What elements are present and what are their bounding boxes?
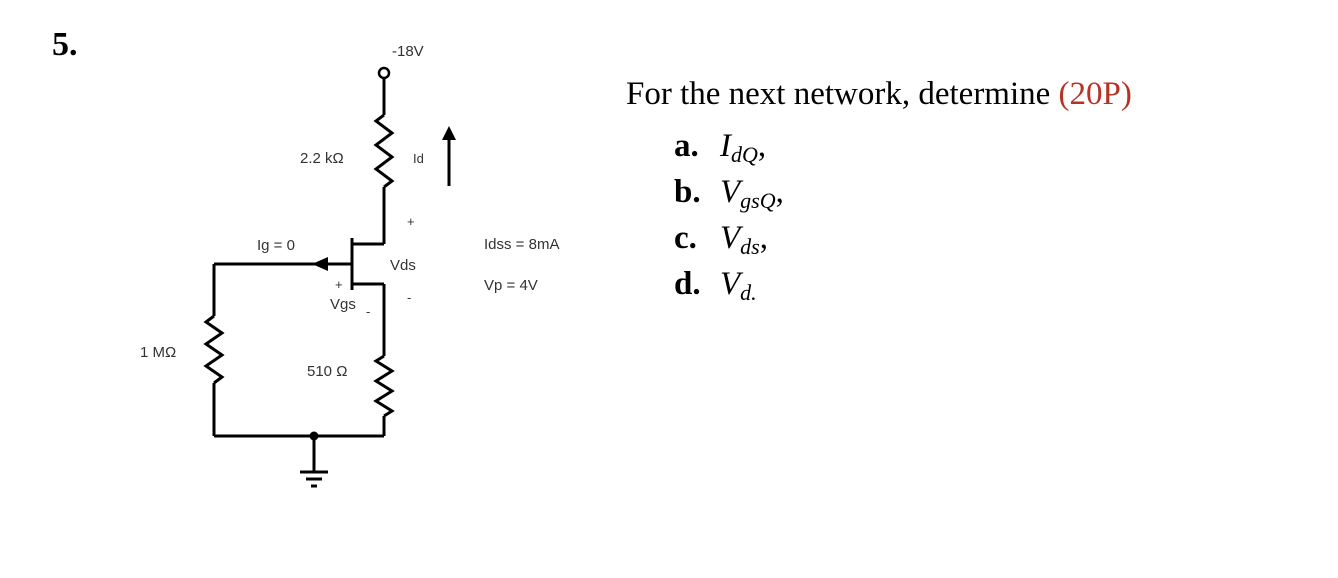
item-d: d.Vd.	[674, 264, 784, 310]
supply-terminal	[377, 66, 391, 80]
item-c: c. Vds,	[674, 218, 784, 264]
item-letter: c.	[674, 220, 697, 256]
ig-label: Ig = 0	[257, 237, 295, 254]
gate-arrow-head	[312, 257, 328, 271]
idss-label: Idss = 8mA	[484, 236, 559, 253]
item-symbol: V	[720, 220, 741, 256]
jfet-circuit-diagram: -18V 2.2 kΩ Id + Vds - Ig = 0 + Vgs - 1 …	[140, 43, 559, 488]
item-subscript: gsQ	[740, 188, 776, 213]
id-arrow-head	[442, 126, 456, 140]
item-b: b. VgsQ,	[674, 172, 784, 218]
rs-resistor	[373, 354, 395, 418]
item-symbol: V	[720, 174, 741, 210]
id-label: Id	[413, 151, 424, 166]
vp-label: Vp = 4V	[484, 277, 538, 294]
rg-resistor	[203, 314, 225, 385]
vds-label: Vds	[390, 257, 416, 274]
item-symbol: V	[720, 266, 741, 302]
rs-label: 510 Ω	[307, 363, 347, 380]
item-suffix: ,	[759, 220, 768, 256]
item-a: a. IdQ,	[674, 126, 784, 172]
item-suffix: ,	[757, 128, 767, 164]
prompt-text: For the next network, determine	[626, 76, 1059, 112]
vgs-plus-label: +	[335, 277, 343, 292]
item-subscript: d.	[740, 280, 757, 305]
supply-label: -18V	[392, 43, 424, 60]
vds-plus-label: +	[407, 214, 415, 229]
problem-prompt: For the next network, determine (20P)	[626, 76, 1132, 113]
question-items: a.IdQ, b.VgsQ, c.Vds, d.Vd.	[674, 126, 784, 310]
item-suffix: ,	[775, 174, 784, 210]
item-subscript: ds	[740, 234, 760, 259]
item-subscript: dQ	[731, 142, 758, 167]
rg-label: 1 MΩ	[140, 344, 176, 361]
rd-label: 2.2 kΩ	[300, 150, 344, 167]
points-label: (20P)	[1058, 76, 1132, 112]
vds-minus-label: -	[407, 290, 411, 305]
item-symbol: I	[720, 128, 731, 164]
rd-resistor	[373, 113, 395, 189]
ground-junction-dot	[309, 431, 319, 441]
vgs-minus-label: -	[366, 304, 370, 319]
item-letter: b.	[674, 174, 701, 210]
item-letter: d.	[674, 266, 701, 302]
question-number: 5.	[52, 26, 78, 63]
vgs-label: Vgs	[330, 296, 356, 313]
item-letter: a.	[674, 128, 699, 164]
